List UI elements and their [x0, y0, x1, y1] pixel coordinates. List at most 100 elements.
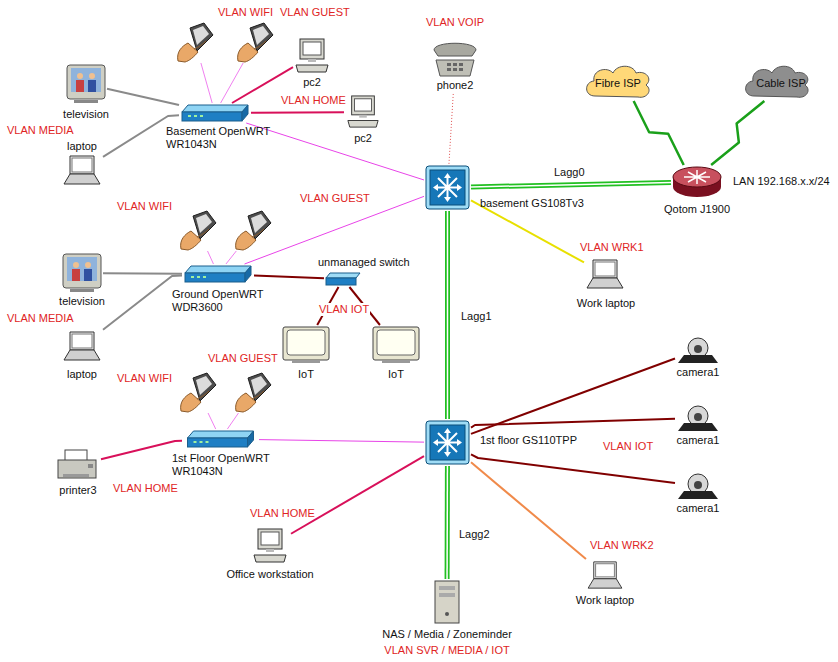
- icon-part: [181, 393, 201, 412]
- device-node: VLAN GUEST: [235, 22, 275, 62]
- device-label: VLAN GUEST: [280, 6, 350, 19]
- device-label: camera1: [677, 502, 720, 515]
- icon-part: [190, 23, 213, 51]
- icon-part: [694, 481, 702, 489]
- link-group: [471, 200, 584, 262]
- icon-part: [74, 100, 98, 103]
- icon-part: [64, 174, 100, 184]
- icon-part: [73, 262, 79, 268]
- laptop-icon: [585, 258, 625, 290]
- router-icon: [180, 104, 250, 122]
- device-label: laptop: [67, 368, 97, 381]
- network-link: [291, 456, 424, 534]
- icon-part: [296, 65, 328, 72]
- device-node: basement GS108Tv3: [425, 165, 470, 210]
- icon-part: [196, 376, 212, 395]
- icon-part: [197, 229, 209, 237]
- icon-part: [303, 42, 321, 55]
- icon-part: [444, 452, 451, 457]
- device-node: camera1: [676, 404, 720, 432]
- icon-part: [200, 441, 203, 443]
- device-label: Work laptop: [576, 594, 635, 607]
- link-group: [208, 413, 216, 429]
- icon-part: [193, 373, 216, 401]
- lagg-link: [471, 183, 671, 187]
- device-node: printer3: [55, 448, 100, 482]
- link-group: [107, 89, 179, 105]
- icon-part: [694, 413, 702, 421]
- device-node: television: [62, 253, 102, 293]
- icon-part: [433, 439, 438, 446]
- network-link: [103, 272, 182, 275]
- icon-part: [435, 175, 460, 200]
- device-label: Basement OpenWRT WR1043N: [166, 125, 278, 151]
- vlan-label: VLAN IOT: [602, 440, 654, 453]
- tv-icon: [62, 253, 102, 293]
- device-label: camera1: [677, 366, 720, 379]
- network-link: [208, 413, 216, 429]
- icon-part: [673, 167, 721, 187]
- icon-part: [435, 430, 460, 455]
- icon-part: [678, 423, 718, 431]
- icon-part: [252, 229, 264, 237]
- icon-part: [594, 562, 617, 579]
- link-group: [259, 440, 424, 443]
- icon-part: [242, 105, 248, 121]
- icon-part: [185, 273, 245, 282]
- icon-part: [72, 158, 92, 172]
- icon-part: [63, 474, 89, 477]
- icon-part: [67, 257, 97, 281]
- icon-part: [439, 586, 455, 590]
- icon-part: [453, 63, 457, 66]
- icon-part: [587, 278, 623, 288]
- device-label: IoT: [298, 368, 314, 381]
- phone-icon: [233, 372, 273, 412]
- device-label: pc2: [303, 76, 321, 89]
- icon-part: [308, 59, 316, 62]
- icon-part: [245, 266, 251, 282]
- icon-part: [678, 355, 718, 363]
- device-label: Ground OpenWRT WDR3600: [172, 288, 284, 314]
- device-label: television: [63, 108, 109, 121]
- icon-part: [251, 214, 267, 233]
- icon-part: [433, 428, 462, 457]
- icon-part: [447, 63, 451, 66]
- icon-part: [435, 175, 460, 200]
- device-node: VLAN WRK1Work laptop: [585, 258, 625, 290]
- device-node: VLAN WRK2Work laptop: [585, 560, 625, 590]
- qotom-icon: [672, 166, 722, 198]
- network-link: [259, 440, 424, 443]
- network-link: [254, 275, 324, 278]
- link-group: [208, 251, 214, 264]
- link-group: [227, 413, 238, 429]
- device-label: Fibre ISP: [595, 77, 641, 90]
- icon-part: [194, 441, 197, 443]
- icon-part: [197, 391, 209, 399]
- icon-part: [67, 65, 105, 99]
- isp-link: [634, 101, 684, 165]
- link-group: [226, 251, 236, 264]
- icon-part: [300, 39, 324, 59]
- link-group: [471, 454, 675, 483]
- device-node: laptop: [62, 154, 102, 186]
- device-label: pc2: [354, 132, 372, 145]
- link-group: [634, 101, 684, 165]
- icon-part: [258, 529, 282, 549]
- device-label: VLAN WRK1: [580, 241, 644, 254]
- icon-part: [436, 60, 474, 76]
- icon-part: [188, 115, 191, 117]
- network-link: [107, 89, 179, 105]
- icon-part: [373, 327, 419, 360]
- icon-part: [193, 211, 216, 239]
- device-node: VLAN HOMEOffice workstation: [250, 528, 290, 564]
- sw-icon: [425, 420, 470, 465]
- icon-part: [200, 115, 203, 117]
- icon-part: [596, 564, 615, 577]
- unm-icon: [325, 272, 361, 286]
- device-node: VLAN GUEST: [233, 210, 273, 250]
- network-link: [471, 454, 675, 483]
- lagg-link: [445, 211, 450, 419]
- icon-part: [84, 269, 92, 281]
